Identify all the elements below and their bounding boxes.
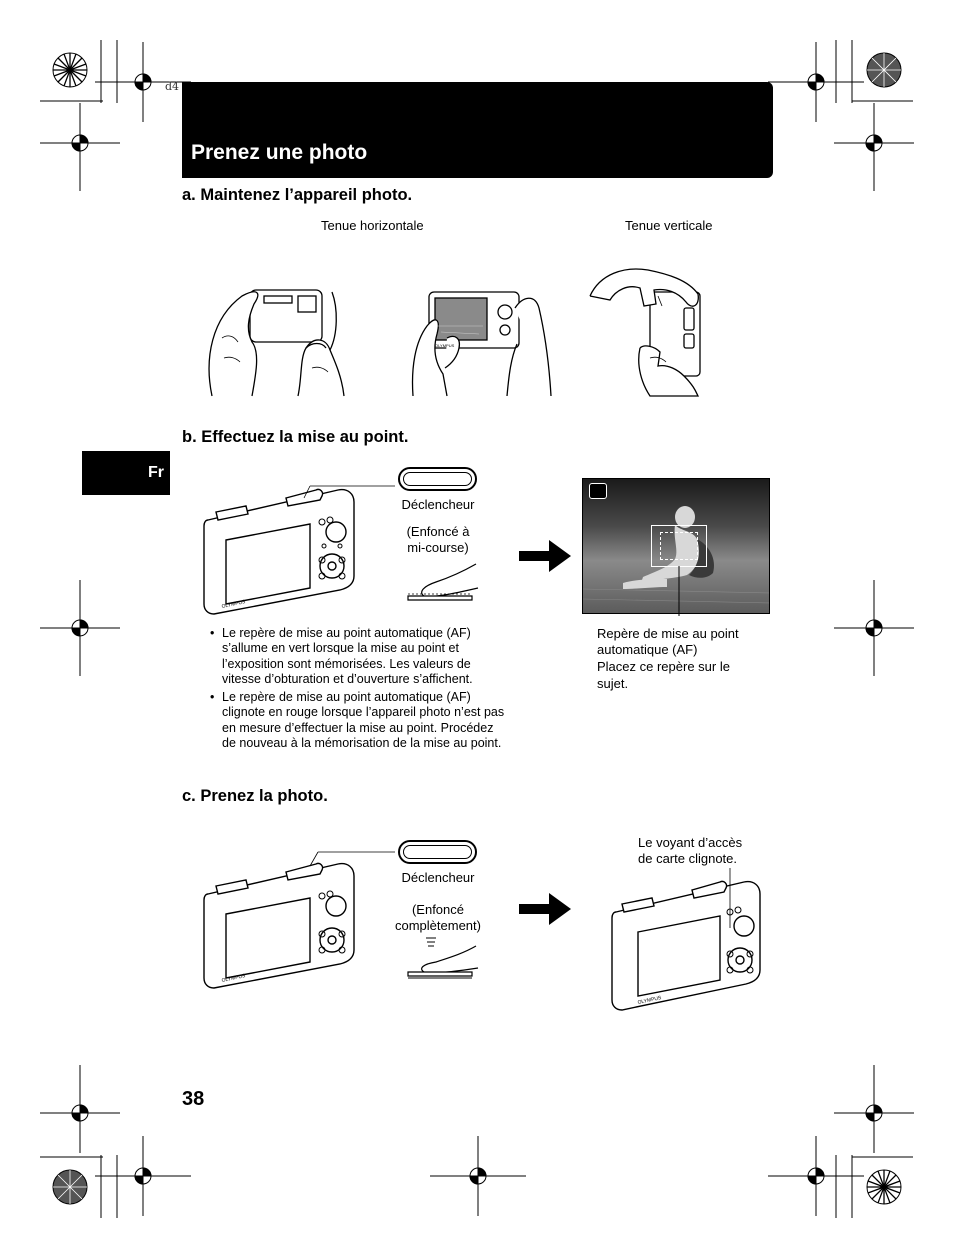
camera-brand-mark: OLYMPUS	[637, 995, 662, 1006]
header-bar	[182, 82, 773, 178]
af-callout-line	[678, 566, 680, 616]
full-press-line2: complètement)	[395, 918, 481, 933]
shutter-button-icon	[398, 840, 477, 864]
arrow-right-icon	[519, 893, 571, 925]
section-b-heading: b. Effectuez la mise au point.	[182, 428, 409, 446]
mode-icon	[589, 483, 607, 499]
camera-access-lamp-illustration: OLYMPUS	[611, 868, 761, 1011]
access-lamp-line2: de carte clignote.	[638, 851, 738, 866]
camera-full-press-illustration: OLYMPUS	[203, 851, 395, 989]
list-item: Le repère de mise au point automatique (…	[206, 626, 506, 687]
section-a-heading: a. Maintenez l’appareil photo.	[182, 186, 413, 204]
page-title: Prenez une photo	[191, 141, 368, 164]
finger-full-press-icon	[407, 937, 479, 979]
shutter-button-icon	[398, 467, 477, 491]
hands-holding-camera-front-illustration	[208, 289, 345, 397]
half-press-line1: (Enfoncé à	[406, 524, 470, 539]
hands-holding-camera-back-illustration: OLYMPUS	[411, 291, 552, 397]
half-press-line2: mi-course)	[407, 540, 469, 555]
camera-brand-mark: OLYMPUS	[221, 973, 246, 984]
af-caption-line3: Placez ce repère sur le	[597, 659, 730, 674]
vertical-grip-illustration	[589, 268, 701, 397]
page-number: 38	[182, 1088, 205, 1110]
access-lamp-line1: Le voyant d’accès	[638, 835, 743, 850]
list-item: Le repère de mise au point automatique (…	[206, 690, 506, 751]
file-code: d4	[165, 80, 180, 93]
camera-brand-mark: OLYMPUS	[221, 599, 246, 610]
af-preview-photo	[582, 478, 770, 614]
language-tab-label: Fr	[148, 464, 164, 481]
full-press-line1: (Enfoncé	[411, 902, 465, 917]
finger-half-press-icon	[407, 563, 479, 601]
af-caption-line4: sujet.	[597, 676, 629, 691]
shutter-label: Déclencheur	[401, 870, 475, 885]
camera-brand-mark: OLYMPUS	[435, 343, 455, 348]
af-target-frame	[651, 525, 707, 567]
label-horizontal-grip: Tenue horizontale	[321, 218, 424, 233]
language-tab: Fr	[82, 451, 170, 495]
af-caption-line1: Repère de mise au point	[597, 626, 739, 641]
arrow-right-icon	[519, 540, 571, 572]
shutter-label: Déclencheur	[401, 497, 475, 512]
label-vertical-grip: Tenue verticale	[625, 218, 713, 233]
section-c-heading: c. Prenez la photo.	[182, 787, 328, 805]
camera-half-press-illustration: OLYMPUS	[203, 485, 395, 615]
af-caption-line2: automatique (AF)	[597, 642, 698, 657]
af-notes-list: Le repère de mise au point automatique (…	[206, 626, 506, 754]
